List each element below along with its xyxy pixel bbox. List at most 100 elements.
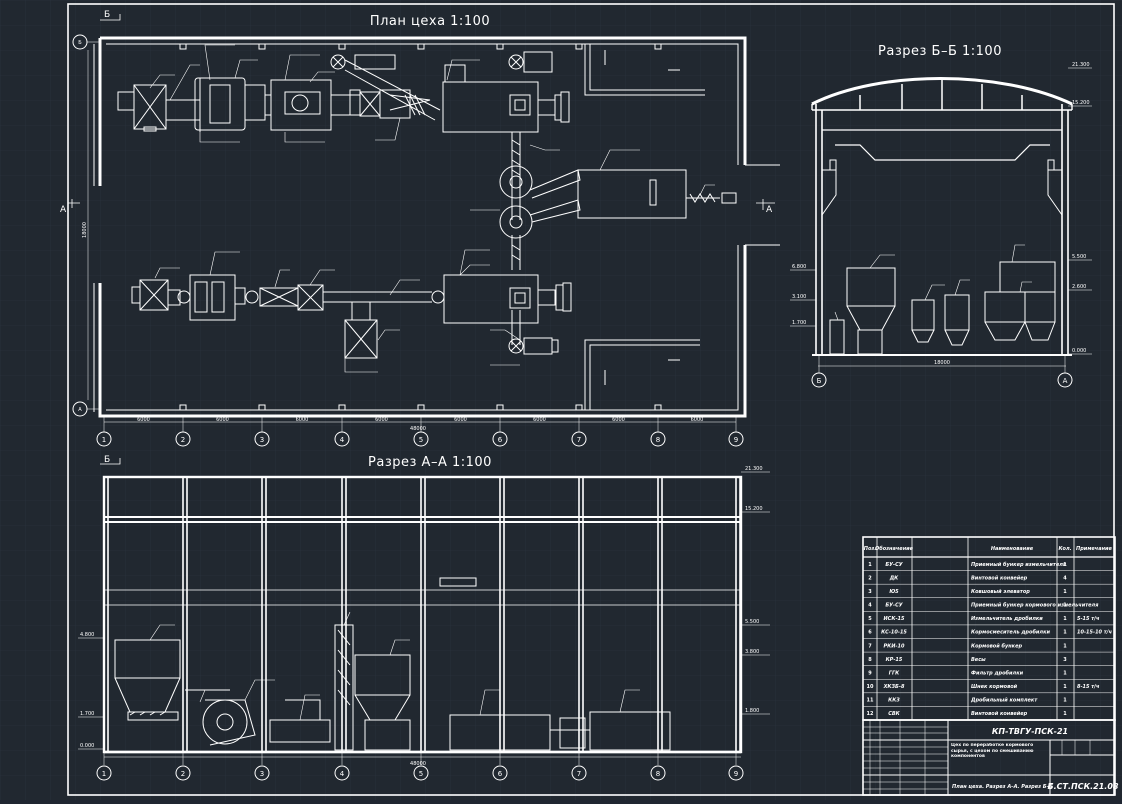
plan-axis-bubble bbox=[175, 431, 191, 447]
section-bb-mark: 2.600 bbox=[1072, 284, 1086, 290]
section-aa-axis-bubble bbox=[413, 765, 429, 781]
plan-column-top bbox=[575, 43, 583, 50]
section-bb-columns bbox=[815, 104, 1069, 355]
plan-partition-top bbox=[584, 44, 705, 96]
section-aa-arrow-b bbox=[100, 458, 121, 465]
plan-gate bbox=[745, 164, 780, 246]
section-aa-axis-label: 4 bbox=[340, 770, 345, 778]
plan-column-bottom bbox=[575, 404, 583, 411]
section-aa-mark-right: 21.300 bbox=[745, 466, 763, 472]
plan-column-bottom bbox=[179, 404, 187, 411]
section-aa-axis-bubble bbox=[254, 765, 270, 781]
section-bb-roof-arch bbox=[811, 77, 1073, 106]
section-bb-elevation-marks: 21.30015.2006.8005.5003.1002.6001.7000.0… bbox=[790, 62, 1092, 355]
spec-cell-name: Шнек кормовой bbox=[971, 684, 1018, 690]
section-aa-axis-bubble bbox=[650, 765, 666, 781]
spec-cell-code: ККЗ bbox=[888, 698, 900, 704]
plan-column-marks bbox=[179, 43, 662, 411]
plan-row-label-a: А bbox=[78, 407, 82, 413]
section-bb-mark: 21.300 bbox=[1072, 62, 1090, 68]
spec-cell-code: ДК bbox=[889, 575, 899, 581]
section-aa-column bbox=[261, 477, 267, 752]
section-bb-axis-label-b: Б bbox=[817, 377, 822, 385]
title-block-frame bbox=[862, 719, 1116, 796]
section-aa-column bbox=[182, 477, 188, 752]
section-aa-columns bbox=[103, 477, 741, 752]
plan-axis-label: 3 bbox=[260, 436, 264, 444]
section-bb-axis-label-a: А bbox=[1063, 377, 1068, 385]
section-bb-mark: 5.500 bbox=[1072, 254, 1086, 260]
section-aa-axis-bubble bbox=[728, 765, 744, 781]
spec-cell-qty: 1 bbox=[1063, 698, 1067, 704]
plan-row-leaders bbox=[87, 41, 100, 410]
section-bb-title: Разрез Б–Б 1:100 bbox=[878, 44, 1002, 59]
plan-axis-label: 2 bbox=[181, 436, 185, 444]
plan-title: План цеха 1:100 bbox=[370, 14, 490, 29]
spec-header-cell: Кол. bbox=[1058, 546, 1071, 552]
section-aa-axis-label: 6 bbox=[498, 770, 503, 778]
section-bb-view: Разрез Б–Б 1:100 180 bbox=[790, 44, 1092, 388]
plan-axis-bubble bbox=[413, 431, 429, 447]
plan-span-label: 6000 bbox=[454, 417, 467, 423]
section-aa-axis-label: 2 bbox=[181, 770, 185, 778]
section-aa-mark-right: 5.500 bbox=[745, 619, 759, 625]
section-bb-crane bbox=[835, 144, 1050, 161]
plan-span-label: 6000 bbox=[533, 417, 546, 423]
section-aa-axis-bubble bbox=[334, 765, 350, 781]
spec-cell-name: Приемный бункер измельчителя bbox=[971, 561, 1067, 568]
plan-wall-top bbox=[100, 36, 747, 165]
section-aa-elevation-marks: 4.8001.7000.00021.30015.2005.5003.8001.8… bbox=[78, 466, 770, 750]
title-block-grid bbox=[863, 720, 1115, 795]
spec-cell-name: Весы bbox=[971, 657, 986, 663]
plan-axis-bubble bbox=[492, 431, 508, 447]
section-aa-axis-label: 3 bbox=[260, 770, 264, 778]
section-aa-axis-bubble bbox=[492, 765, 508, 781]
section-aa-mark-right: 3.800 bbox=[745, 649, 759, 655]
spec-header-cell: Наименование bbox=[991, 546, 1034, 552]
spec-cell-code: КР-15 bbox=[886, 657, 903, 663]
spec-cell-qty: 3 bbox=[1063, 657, 1067, 663]
spec-cell-pos: 8 bbox=[868, 657, 872, 663]
section-aa-axis-bubble bbox=[96, 765, 112, 781]
spec-header-cell: Поз. bbox=[864, 546, 877, 552]
spec-cell-pos: 4 bbox=[868, 603, 872, 609]
section-aa-mark-right: 1.800 bbox=[745, 708, 759, 714]
plan-axis-label: 9 bbox=[734, 436, 738, 444]
spec-cell-name: Фильтр дробилки bbox=[971, 669, 1024, 676]
spec-cell-qty: 1 bbox=[1063, 562, 1067, 568]
section-aa-mark-right: 15.200 bbox=[745, 506, 763, 512]
spec-cell-qty: 1 bbox=[1063, 643, 1067, 649]
plan-span-label: 6000 bbox=[612, 417, 625, 423]
plan-width-label: 18000 bbox=[82, 222, 88, 238]
plan-axis-bubble bbox=[334, 431, 350, 447]
plan-axis-bubble bbox=[571, 431, 587, 447]
plan-wall-inner bbox=[106, 43, 739, 411]
title-block-project: Цех по переработке кормового сырья, с це… bbox=[951, 743, 1034, 759]
spec-cell-pos: 2 bbox=[868, 575, 872, 581]
title-block-stage-grid bbox=[1061, 740, 1091, 755]
section-aa-crane-level bbox=[104, 589, 741, 606]
title-block: КП-ТВГУ-ПСК-21 Б.СТ.ПСК.21.08 План цеха.… bbox=[862, 719, 1119, 796]
spec-cell-qty: 1 bbox=[1063, 670, 1067, 676]
spec-header-cell: Обозначение bbox=[875, 545, 914, 552]
plan-column-bottom bbox=[338, 404, 346, 411]
plan-span-label: 6000 bbox=[375, 417, 388, 423]
plan-partition-bottom bbox=[584, 339, 700, 410]
plan-axis-label: 8 bbox=[656, 436, 660, 444]
plan-axis-bubble bbox=[728, 431, 744, 447]
section-aa-roof-slab bbox=[104, 516, 741, 523]
plan-span-label: 6000 bbox=[296, 417, 309, 423]
spec-cell-code: БУ-СУ bbox=[885, 562, 903, 568]
plan-row-label-b: Б bbox=[78, 40, 82, 46]
spec-cell-pos: 7 bbox=[868, 643, 872, 649]
section-aa-column bbox=[103, 477, 109, 752]
spec-cell-pos: 6 bbox=[868, 630, 872, 636]
plan-axis-bubble bbox=[254, 431, 270, 447]
spec-cell-name: Кормовой бункер bbox=[971, 642, 1022, 649]
section-aa-mark-left: 1.700 bbox=[80, 711, 94, 717]
